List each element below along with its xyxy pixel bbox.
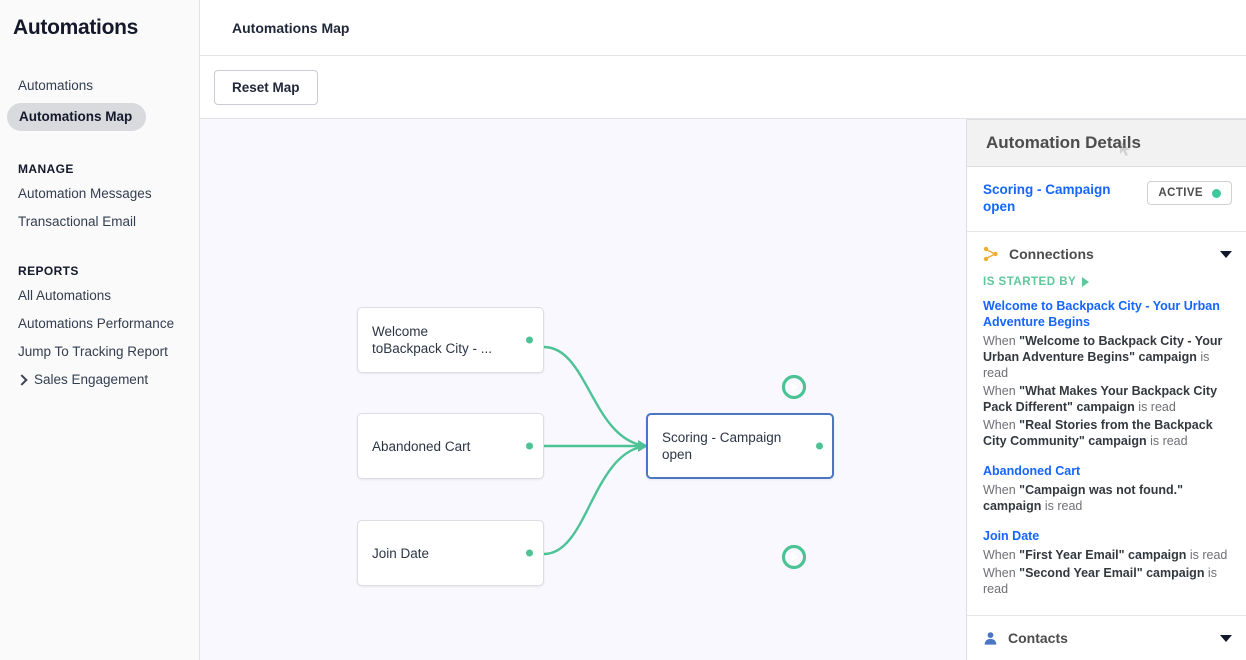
status-dot-icon — [1212, 188, 1221, 198]
connection-groups: Welcome to Backpack City - Your Urban Ad… — [983, 298, 1230, 597]
rule-campaign: "First Year Email" campaign — [1019, 548, 1187, 562]
connection-group: Welcome to Backpack City - Your Urban Ad… — [983, 298, 1230, 449]
connection-rule: When "Real Stories from the Backpack Cit… — [983, 417, 1230, 449]
sidebar-item-label: Sales Engagement — [34, 372, 149, 387]
rule-suffix: is read — [1186, 548, 1228, 562]
map-node-join-date[interactable]: Join Date — [357, 520, 544, 586]
node-output-dot-icon[interactable] — [526, 549, 533, 557]
connection-rule: When "Campaign was not found." campaign … — [983, 482, 1230, 514]
panel-header: Automation Details — [967, 120, 1246, 167]
automation-summary-row: Scoring - Campaign open ACTIVE — [967, 167, 1246, 232]
page-title: Automations Map — [232, 19, 350, 36]
sidebar-item-automation-messages[interactable]: Automation Messages — [18, 186, 152, 201]
sidebar-item-transactional-email[interactable]: Transactional Email — [18, 214, 137, 229]
node-output-dot-icon[interactable] — [526, 336, 533, 344]
connection-source-link[interactable]: Join Date — [983, 529, 1040, 543]
edge-path — [543, 345, 647, 448]
rule-prefix: When — [983, 384, 1020, 398]
node-output-dot-icon[interactable] — [816, 442, 823, 450]
contacts-title: Contacts — [1008, 630, 1068, 646]
rule-campaign: "Welcome to Backpack City - Your Urban A… — [983, 334, 1223, 364]
sidebar-item-automations[interactable]: Automations — [18, 78, 94, 93]
contacts-section-header[interactable]: Contacts — [967, 615, 1246, 660]
rule-campaign: "Campaign was not found." campaign — [983, 483, 1184, 513]
connection-rule: When "What Makes Your Backpack City Pack… — [983, 383, 1230, 415]
rule-campaign: "What Makes Your Backpack City Pack Diff… — [983, 384, 1218, 414]
rule-prefix: When — [983, 418, 1020, 432]
topbar: Automations Map — [200, 0, 1246, 56]
connections-graph-icon — [983, 246, 998, 262]
sidebar-nav-top: Automations Automations Map — [0, 72, 199, 134]
sidebar-brand: Automations — [13, 16, 139, 39]
mouse-cursor-icon — [1120, 141, 1130, 156]
map-node-label: Abandoned Cart — [372, 438, 471, 454]
map-toolbar: Reset Map — [200, 56, 1246, 119]
sidebar-item-automations-performance[interactable]: Automations Performance — [18, 316, 175, 331]
triangle-right-icon — [1082, 277, 1090, 287]
main-area: Automations Map Reset Map — [200, 0, 1246, 660]
sidebar-section-manage: MANAGE — [18, 162, 74, 176]
connection-rule: When "Welcome to Backpack City - Your Ur… — [983, 333, 1230, 381]
rule-suffix: is read — [1041, 499, 1083, 513]
status-badge-label: ACTIVE — [1158, 187, 1203, 199]
map-node-welcome[interactable]: Welcome toBackpack City - ... — [357, 307, 544, 373]
sidebar-item-automations-map[interactable]: Automations Map — [7, 103, 147, 131]
play-icon — [781, 374, 807, 400]
rule-suffix: is read — [1146, 434, 1188, 448]
rule-suffix: is read — [983, 566, 1217, 596]
sidebar: Automations Automations Automations Map … — [0, 0, 200, 660]
panel-title: Automation Details — [986, 133, 1141, 152]
rule-suffix: is read — [1134, 400, 1176, 414]
sidebar-item-all-automations[interactable]: All Automations — [18, 288, 112, 303]
connections-section-header[interactable]: Connections — [967, 232, 1246, 272]
reset-map-button[interactable]: Reset Map — [214, 69, 318, 105]
sidebar-item-sales-engagement[interactable]: Sales Engagement — [0, 366, 199, 394]
person-icon — [984, 631, 997, 645]
edge-path — [543, 444, 647, 556]
map-node-scoring-campaign-open[interactable]: Scoring - Campaign open — [646, 413, 834, 479]
connections-title: Connections — [1009, 246, 1094, 262]
connection-rule: When "Second Year Email" campaign is rea… — [983, 565, 1230, 597]
map-node-label: Scoring - Campaign open — [662, 430, 782, 462]
map-node-label: Join Date — [372, 545, 430, 561]
map-node-label: Welcome toBackpack City - ... — [372, 324, 493, 356]
map-node-abandoned-cart[interactable]: Abandoned Cart — [357, 413, 544, 479]
chevron-down-icon[interactable] — [1220, 250, 1232, 258]
sidebar-item-jump-to-tracking-report[interactable]: Jump To Tracking Report — [18, 344, 168, 359]
rule-campaign: "Real Stories from the Backpack City Com… — [983, 418, 1213, 448]
rule-prefix: When — [983, 548, 1020, 562]
is-started-by-text: IS STARTED BY — [983, 276, 1077, 288]
connection-rule: When "First Year Email" campaign is read — [983, 547, 1230, 563]
status-badge: ACTIVE — [1147, 181, 1232, 205]
rule-prefix: When — [983, 334, 1020, 348]
node-output-dot-icon[interactable] — [526, 442, 533, 450]
chevron-down-icon[interactable] — [1220, 634, 1232, 642]
rule-prefix: When — [983, 483, 1020, 497]
connections-body: IS STARTED BY Welcome to Backpack City -… — [967, 272, 1246, 615]
is-started-by-label: IS STARTED BY — [983, 276, 1230, 288]
rule-campaign: "Second Year Email" campaign — [1019, 566, 1205, 580]
rule-suffix: is read — [983, 350, 1210, 380]
rule-prefix: When — [983, 566, 1020, 580]
automation-name-link[interactable]: Scoring - Campaign open — [983, 182, 1111, 214]
sidebar-section-reports: REPORTS — [18, 264, 79, 278]
automation-details-panel: Automation Details Scoring - Campaign op… — [966, 119, 1246, 660]
chevron-right-icon — [16, 374, 28, 386]
connection-source-link[interactable]: Abandoned Cart — [983, 464, 1081, 478]
connection-source-link[interactable]: Welcome to Backpack City - Your Urban Ad… — [983, 299, 1220, 329]
play-icon — [781, 544, 807, 570]
